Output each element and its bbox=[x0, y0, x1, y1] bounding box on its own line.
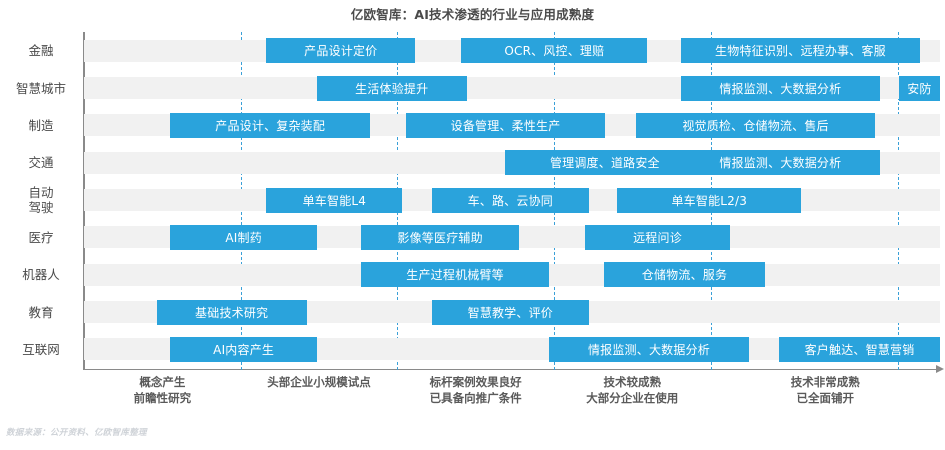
y-axis-label-4: 交通 bbox=[28, 155, 54, 171]
application-box[interactable]: 单车智能L2/3 bbox=[617, 187, 802, 213]
y-axis-label-8: 教育 bbox=[28, 304, 54, 320]
source-footnote: 数据来源：公开资料、亿欧智库整理 bbox=[6, 428, 147, 438]
x-stage-label-3: 标杆案例效果良好已具备向推广条件 bbox=[429, 375, 522, 405]
application-box[interactable]: 产品设计定价 bbox=[266, 38, 416, 64]
x-axis-arrow-icon bbox=[936, 365, 944, 373]
y-axis-label-9: 互联网 bbox=[22, 341, 60, 357]
application-box[interactable]: 产品设计、复杂装配 bbox=[170, 112, 370, 138]
application-box[interactable]: 智慧教学、评价 bbox=[431, 299, 590, 325]
application-box[interactable]: 基础技术研究 bbox=[156, 299, 307, 325]
application-box[interactable]: 单车智能L4 bbox=[266, 187, 403, 213]
application-box[interactable]: 远程问诊 bbox=[584, 224, 731, 250]
y-axis-label-3: 制造 bbox=[28, 117, 54, 133]
x-stage-label-1: 概念产生前瞻性研究 bbox=[133, 375, 192, 405]
application-box[interactable]: 管理调度、道路安全 bbox=[505, 150, 705, 176]
chart-title: 亿欧智库：AI技术渗透的行业与应用成熟度 bbox=[350, 7, 595, 22]
application-box[interactable]: 情报监测、大数据分析 bbox=[680, 75, 881, 101]
application-box[interactable]: AI制药 bbox=[170, 224, 317, 250]
x-stage-label-5: 技术非常成熟已全面铺开 bbox=[790, 375, 860, 405]
application-box[interactable]: 生活体验提升 bbox=[316, 75, 467, 101]
x-axis-stage-labels: 概念产生前瞻性研究 头部企业小规模试点 标杆案例效果良好已具备向推广条件 技术较成熟大… bbox=[84, 374, 940, 414]
x-stage-label-4: 技术较成熟大部分企业在使用 bbox=[586, 375, 679, 405]
x-axis-line bbox=[83, 369, 940, 370]
application-box[interactable]: 视觉质检、仓储物流、售后 bbox=[636, 112, 875, 138]
application-box[interactable]: 客户触达、智慧营销 bbox=[779, 336, 940, 362]
y-axis-label-6: 医疗 bbox=[28, 229, 54, 245]
application-box[interactable]: 情报监测、大数据分析 bbox=[680, 150, 881, 176]
y-axis-label-2: 智慧城市 bbox=[15, 80, 66, 96]
application-box[interactable]: 生产过程机械臂等 bbox=[361, 262, 549, 288]
application-box[interactable]: AI内容产生 bbox=[170, 336, 317, 362]
application-box[interactable]: 安防 bbox=[898, 75, 940, 101]
application-box[interactable]: OCR、风控、理赔 bbox=[461, 38, 648, 64]
y-axis-labels: 金融智慧城市制造交通自动驾驶医疗机器人教育互联网 bbox=[0, 32, 78, 370]
y-axis-label-1: 金融 bbox=[28, 43, 54, 59]
y-axis-label-5: 自动驾驶 bbox=[28, 185, 54, 215]
x-stage-label-2: 头部企业小规模试点 bbox=[267, 375, 371, 389]
application-box[interactable]: 车、路、云协同 bbox=[431, 187, 590, 213]
y-axis-label-7: 机器人 bbox=[22, 267, 60, 283]
application-box[interactable]: 情报监测、大数据分析 bbox=[548, 336, 750, 362]
application-box[interactable]: 影像等医疗辅助 bbox=[361, 224, 519, 250]
application-box[interactable]: 仓储物流、服务 bbox=[604, 262, 765, 288]
application-box[interactable]: 生物特征识别、远程办事、客服 bbox=[680, 38, 921, 64]
application-box[interactable]: 设备管理、柔性生产 bbox=[405, 112, 606, 138]
